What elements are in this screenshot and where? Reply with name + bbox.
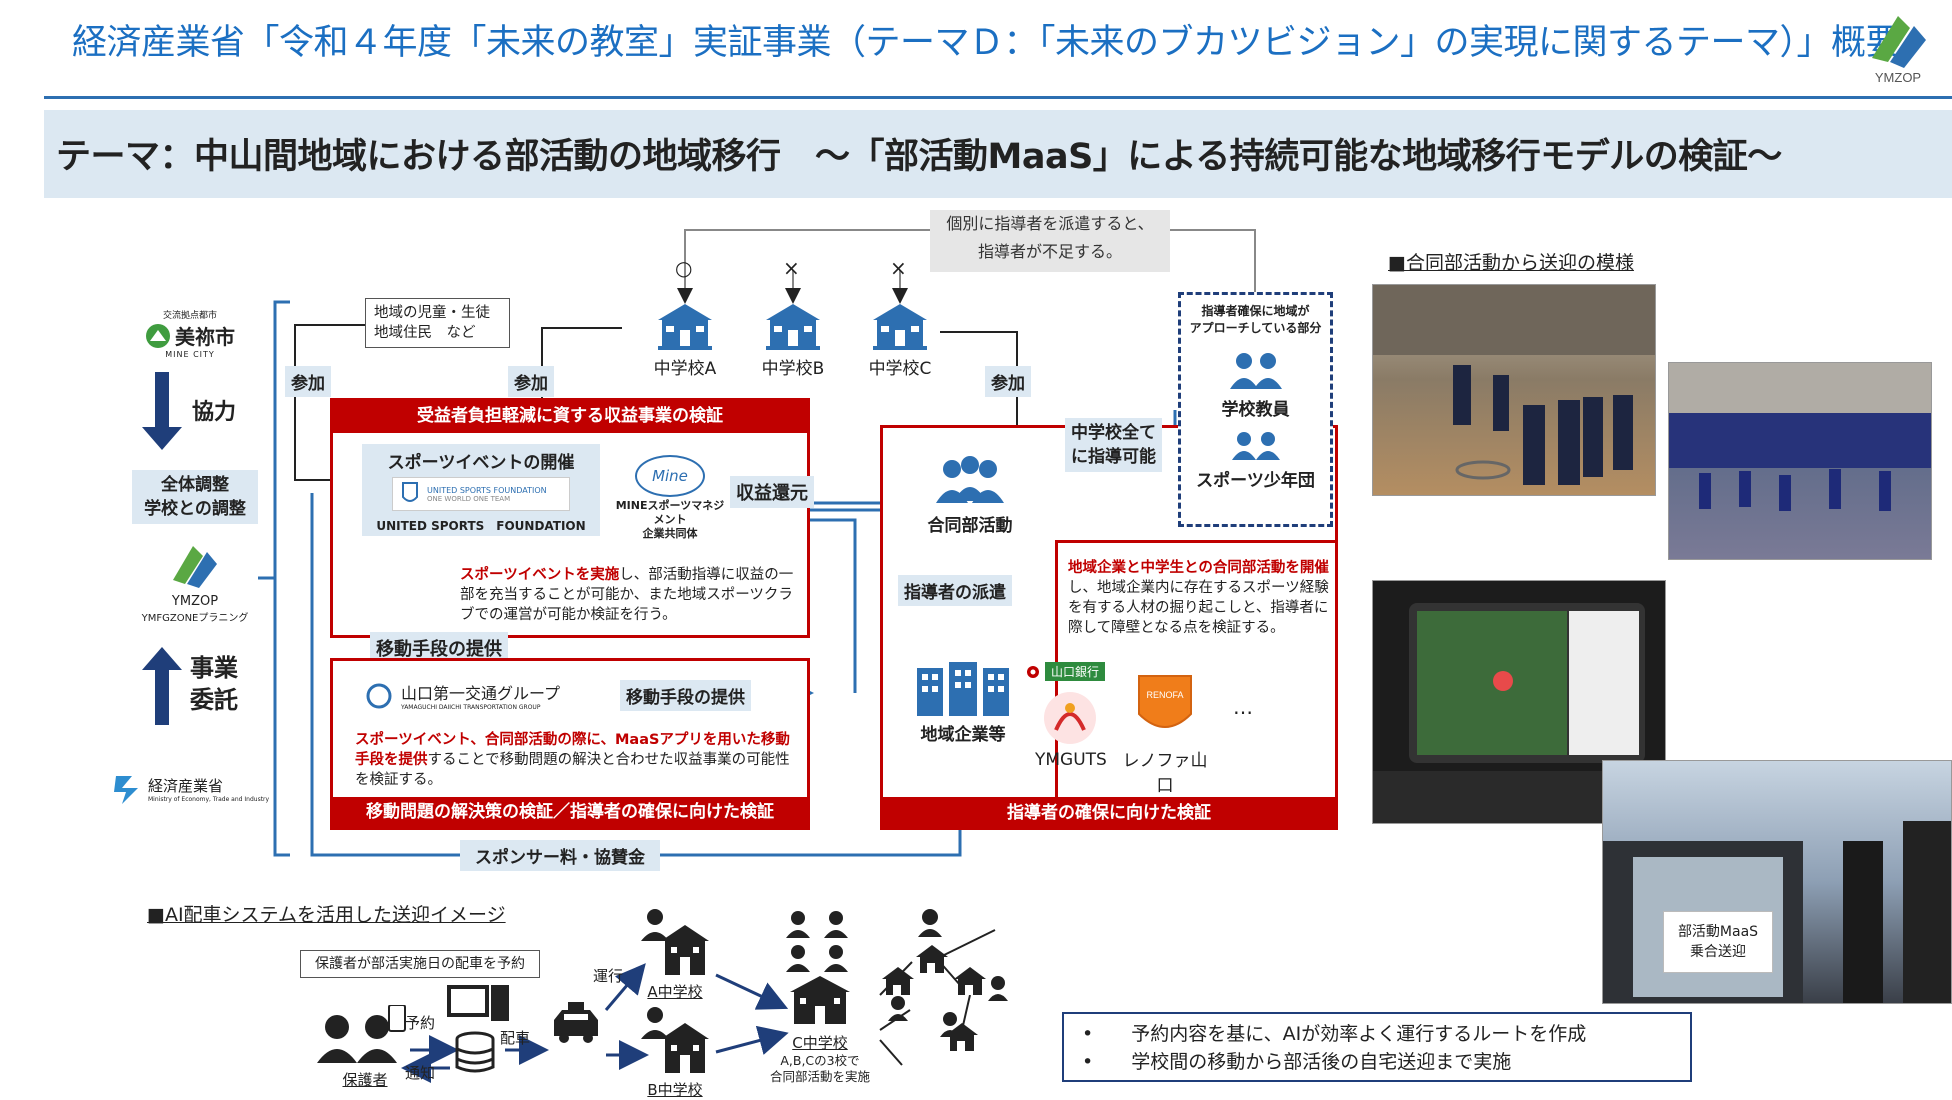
taxi-icon: [550, 1000, 602, 1048]
overall-adjust-tag: 全体調整 学校との調整: [132, 470, 258, 524]
meti-logo: 経済産業省 Ministry of Economy, Trade and Ind…: [112, 772, 269, 806]
ellipsis: …: [1233, 695, 1253, 719]
mark-b: ×: [783, 256, 800, 280]
joint-club: 合同部活動: [920, 455, 1020, 536]
school-c-ai: C中学校 A,B,Cの3校で 合同部活動を実施: [760, 908, 880, 1085]
joint-desc-box: [1055, 540, 1338, 830]
profit-return-tag: 収益還元: [730, 476, 814, 508]
teachers-icon: [1229, 353, 1282, 389]
coach-all-tag: 中学校全て に指導可能: [1065, 418, 1162, 472]
header-divider: [44, 96, 1952, 99]
dispatch-label: 配車: [500, 1029, 531, 1047]
arrow-down-icon: [142, 372, 182, 456]
joint-desc: 地域企業と中学生との合同部活動を開催し、地域企業内に存在するスポーツ経験を有する…: [1068, 560, 1329, 636]
school-student-icon: [641, 909, 709, 975]
ai-section-title: ■AI配車システムを活用した送迎イメージ: [147, 904, 506, 926]
renofa-logo: RENOFA レノファ山口: [1120, 670, 1210, 796]
svg-text:YMZOP: YMZOP: [1875, 70, 1921, 85]
commission-label: 事業 委託: [190, 654, 238, 714]
operate-label: 運行: [593, 967, 624, 985]
school-a: 中学校A: [650, 302, 720, 379]
approach-box: 指導者確保に地域が アプローチしている部分 学校教員 スポーツ少年団: [1178, 292, 1333, 527]
mine-city-logo: 交流拠点都市 美祢市 MINE CITY: [135, 308, 245, 359]
mark-a: ○: [675, 256, 693, 280]
transport-desc: スポーツイベント、合同部活動の際に、MaaSアプリを用いた移動手段を提供すること…: [355, 732, 790, 788]
svg-text:RENOFA: RENOFA: [1146, 690, 1183, 700]
join-tag-1: 参加: [285, 366, 331, 397]
photo-gym-2: [1668, 362, 1932, 560]
people-group-icon: [936, 456, 1004, 503]
notify-label: 通知: [405, 1064, 436, 1082]
profit-header: 受益者負担軽減に資する収益事業の検証: [333, 401, 807, 433]
school-b: 中学校B: [758, 302, 828, 379]
school-b-ai: B中学校: [635, 1003, 715, 1100]
school-students-icon: [786, 911, 850, 1024]
reserve-label: 予約: [405, 1014, 436, 1032]
ymguts-logo: YMGUTS: [1035, 690, 1107, 770]
photo-tablet: [1372, 580, 1666, 824]
guardian: 保護者: [310, 1004, 420, 1090]
photo-car: 部活動MaaS 乗合送迎: [1602, 760, 1952, 1004]
photo-gym-1: [1372, 284, 1656, 496]
guardian-icon: [317, 1004, 406, 1063]
ymzop-logo: YMZOP: [1858, 6, 1938, 86]
school-icon: [873, 304, 927, 350]
dispatch-tag: 指導者の派遣: [898, 575, 1012, 606]
ai-bullets: •予約内容を基に、AIが効率よく運行するルートを作成 •学校間の移動から部活後の…: [1062, 1012, 1692, 1082]
maas-sign: 部活動MaaS 乗合送迎: [1663, 911, 1773, 973]
join-tag-3: 参加: [985, 366, 1031, 397]
reserve-note: 保護者が部活実施日の配車を予約: [300, 950, 540, 978]
youth-team-icon: [1231, 432, 1280, 460]
bullet-item: •学校間の移動から部活後の自宅送迎まで実施: [1082, 1051, 1512, 1073]
school-student-icon: [641, 1007, 709, 1073]
transport-provide-tag-2: 移動手段の提供: [620, 680, 751, 711]
shortage-note: 個別に指導者を派遣すると、 指導者が不足する。: [930, 210, 1170, 272]
theme-title: テーマ：中山間地域における部活動の地域移行 ～「部活動MaaS」による持続可能な…: [56, 137, 1782, 177]
homes-icon-group: [880, 905, 1030, 1079]
buildings-icon: [917, 662, 1009, 716]
residents-box: 地域の児童・生徒 地域住民 など: [365, 298, 510, 348]
school-icon: [766, 304, 820, 350]
photos-title: ■合同部活動から送迎の模様: [1388, 252, 1634, 274]
coach-footer: 指導者の確保に向けた検証: [880, 797, 1338, 830]
mark-c: ×: [890, 256, 907, 280]
arrow-up-icon: [142, 645, 182, 729]
sponsor-tag: スポンサー料・協賛金: [460, 840, 660, 871]
join-tag-2: 参加: [508, 366, 554, 397]
server-pc-icon: [445, 985, 515, 1079]
school-icon: [658, 304, 712, 350]
ymzop-logo-left: YMZOP YMFGZONEプラニング: [132, 540, 258, 624]
cooperation-label: 協力: [192, 400, 237, 425]
transport-footer: 移動問題の解決策の検証／指導者の確保に向けた検証: [333, 797, 807, 827]
school-c: 中学校C: [865, 302, 935, 379]
mine-sports-logo: Mine MINEスポーツマネジメント 企業共同体: [615, 455, 725, 541]
yamaguchi-bank-logo: 山口銀行: [1025, 662, 1106, 681]
bullet-item: •予約内容を基に、AIが効率よく運行するルートを作成: [1082, 1023, 1587, 1045]
school-a-ai: A中学校: [635, 905, 715, 1002]
profit-desc: スポーツイベントを実施し、部活動指導に収益の一部を充当することが可能か、また地域…: [460, 567, 794, 623]
local-companies: 地域企業等: [908, 660, 1018, 745]
page-title: 経済産業省「令和４年度「未来の教室」実証事業（テーマＤ：「未来のブカツビジョン」…: [72, 23, 1901, 63]
theme-band: [44, 110, 1952, 198]
